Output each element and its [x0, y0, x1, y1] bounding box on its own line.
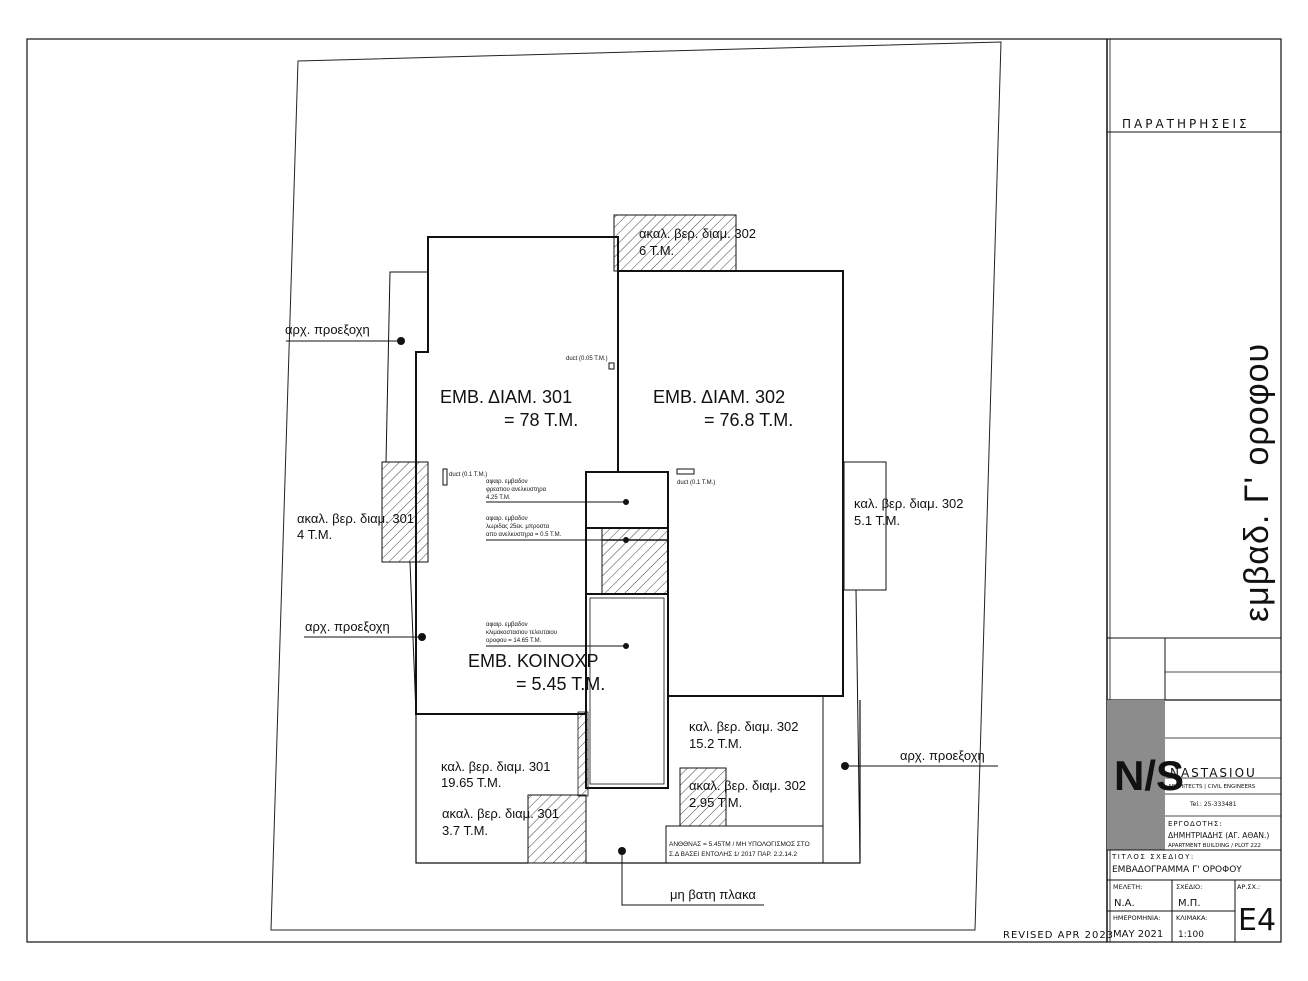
projection-right [844, 589, 861, 863]
firm-tagline: ARCHITECTS | CIVIL ENGINEERS [1168, 784, 1256, 790]
projection-label-3: αρχ. προεξοχη [900, 748, 985, 763]
duct-c [676, 468, 695, 475]
uncovered-balcony-301-bottom [527, 794, 587, 864]
note2-l1: αφαιρ. εμβαδον [486, 516, 528, 522]
cov301-bottom-name: καλ. βερ. διαμ. 301 [441, 759, 551, 774]
uncov301-bottom-area: 3.7 Τ.Μ. [442, 823, 488, 838]
dot-note-1 [623, 499, 629, 505]
study-label: ΜΕΛΕΤΗ: [1113, 883, 1142, 891]
apt302-area: = 76.8 Τ.Μ. [704, 410, 793, 430]
dot-projection-2 [418, 633, 426, 641]
firm-tel: Tel.: 25-333481 [1189, 801, 1237, 808]
dot-projection-1 [397, 337, 405, 345]
slab-label: μη βατη πλακα [670, 887, 756, 902]
apt301-area: = 78 Τ.Μ. [504, 410, 578, 430]
scale-value: 1:100 [1178, 930, 1204, 940]
apt302-title: ΕΜΒ. ΔΙΑΜ. 302 [653, 387, 785, 407]
projection-left-lower [386, 561, 417, 715]
note3-l1: αφαιρ. εμβαδον [486, 622, 528, 628]
duct-a [608, 362, 615, 370]
cov302-bottom-area: 15.2 Τ.Μ. [689, 736, 742, 751]
cov302-right-area: 5.1 Τ.Μ. [854, 513, 900, 528]
uncovered-balcony-302-bottom [679, 767, 727, 827]
athens-note-l1: ΑΝΘΘΝΑΣ = 5.45ΤΜ / ΜΗ ΥΠΟΛΟΓΙΣΜΟΣ ΣΤΟ [669, 841, 810, 848]
logo-background [1107, 700, 1165, 850]
projection-label-1: αρχ. προεξοχη [285, 322, 370, 337]
drawn-value: Μ.Π. [1178, 898, 1201, 909]
uncov301-left-area: 4 Τ.Μ. [297, 527, 332, 542]
duct-b [442, 468, 448, 486]
logo-mark: N/S [1114, 752, 1184, 799]
covered-balcony-301-bottom [415, 714, 528, 864]
projection-left [385, 271, 428, 463]
cov301-bottom-area: 19.65 Τ.Μ. [441, 775, 501, 790]
duct-a-label: duct (0.05 T.M.) [566, 356, 608, 362]
uncov302-top-area: 6 Τ.Μ. [639, 243, 674, 258]
apartment-302-outline [617, 270, 844, 697]
study-value: Ν.Α. [1114, 898, 1135, 909]
stair-wall-hatch [577, 711, 589, 797]
uncovered-balcony-302-top [613, 214, 737, 272]
projection-label-2: αρχ. προεξοχη [305, 619, 390, 634]
dot-note-2 [623, 537, 629, 543]
shaft-hatch-mid [601, 527, 669, 595]
dot-note-3 [623, 643, 629, 649]
remarks-label: ΠΑΡΑΤΗΡΗΣΕΙΣ [1122, 117, 1250, 131]
vertical-title: εμβαδ. Γ' οροφου [1238, 343, 1276, 622]
firm-name: NASTASIOU [1170, 766, 1257, 780]
cov302-right-name: καλ. βερ. διαμ. 302 [854, 496, 964, 511]
uncov302-top-name: ακαλ. βερ. διαμ. 302 [639, 226, 756, 241]
drawing-title: ΕΜΒΑΔΟΓΡΑΜΜΑ Γ' ΟΡΟΦΟΥ [1112, 865, 1242, 875]
number-label: ΑΡ.ΣΧ.: [1237, 883, 1260, 891]
number-value: Ε4 [1238, 903, 1276, 938]
dot-slab [618, 847, 626, 855]
common-area: = 5.45 Τ.Μ. [516, 674, 605, 694]
uncovered-balcony-301-left [381, 461, 429, 563]
note1-l2: φρεατιου ανελκυστηρα [486, 487, 547, 493]
cov302-bottom-name: καλ. βερ. διαμ. 302 [689, 719, 799, 734]
uncov302-bottom-area: 2.95 Τ.Μ. [689, 795, 742, 810]
date-label: ΗΜΕΡΟΜΗΝΙΑ: [1113, 914, 1161, 922]
note3-l3: οροφου = 14.65 Τ.Μ. [486, 638, 542, 644]
note1-l1: αφαιρ. εμβαδον [486, 479, 528, 485]
owner-label: ΕΡΓΟΔΟΤΗΣ: [1168, 820, 1223, 828]
plot-outline [270, 41, 1002, 931]
note2-l2: λωριδας 25εκ. μπροστα [486, 524, 550, 530]
project-name: APARTMENT BUILDING / PLOT 222 [1168, 843, 1261, 849]
revised-label: REVISED APR 2023 [1003, 930, 1114, 941]
uncov302-bottom-name: ακαλ. βερ. διαμ. 302 [689, 778, 806, 793]
note1-l3: 4.25 Τ.Μ. [486, 495, 511, 501]
athens-note-box [665, 825, 824, 864]
uncov301-left-name: ακαλ. βερ. διαμ. 301 [297, 511, 414, 526]
drawing-title-label: ΤΙΤΛΟΣ ΣΧΕΔΙΟΥ: [1111, 853, 1195, 861]
scale-label: ΚΛΙΜΑΚΑ: [1176, 914, 1208, 922]
elevator-shaft [585, 471, 669, 529]
duct-c-label: duct (0.1 T.M.) [677, 480, 715, 486]
apt301-title: ΕΜΒ. ΔΙΑΜ. 301 [440, 387, 572, 407]
date-value: ΜΑΥ 2021 [1113, 929, 1163, 940]
leader-slab [621, 851, 764, 906]
owner-name: ΔΗΜΗΤΡΙΑΔΗΣ (ΑΓ. ΑΘΑΝ.) [1168, 831, 1269, 840]
sheet-border [26, 38, 1282, 943]
dot-projection-3 [841, 762, 849, 770]
uncov301-bottom-name: ακαλ. βερ. διαμ. 301 [442, 806, 559, 821]
common-title: ΕΜΒ. ΚΟΙΝΟΧΡ [468, 651, 598, 671]
stairwell [585, 593, 669, 789]
stairwell-inner [589, 597, 665, 785]
duct-b-label: duct (0.1 T.M.) [449, 472, 487, 478]
drawn-label: ΣΧΕΔΙΟ: [1176, 883, 1202, 891]
note2-l3: απο ανελκυστηρα = 0.5 Τ.Μ. [486, 532, 562, 538]
athens-note-l2: Σ.Δ ΒΑΣΕΙ ΕΝΤΟΛΗΣ 1/ 2017 ΠΑΡ. 2.2.14.2 [669, 851, 797, 858]
note3-l2: κλιμακοστασιου τελευταιου [486, 630, 557, 636]
